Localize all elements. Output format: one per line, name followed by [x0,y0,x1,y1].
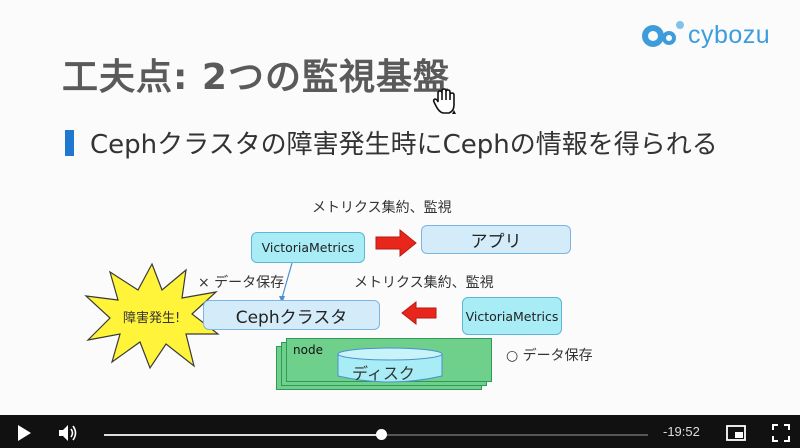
bullet-marker [65,130,74,156]
progress-handle[interactable] [376,429,387,440]
label-no-storage: × データ保存 [198,275,285,291]
node-label: node [293,343,323,357]
ceph-cluster-box: Cephクラスタ [203,300,380,330]
victoriametrics-box-top: VictoriaMetrics [251,232,365,263]
app-box: アプリ [421,225,571,254]
time-remaining: -19:52 [663,424,700,439]
slide: cybozu 工夫点: 2つの監視基盤 Cephクラスタの障害発生時にCephの… [62,18,770,390]
failure-label: 障害発生! [123,311,181,326]
failure-burst [84,262,220,370]
slide-title: 工夫点: 2つの監視基盤 [62,57,450,98]
red-arrow-right-icon [375,228,417,258]
play-icon[interactable] [16,424,32,442]
fullscreen-icon[interactable] [772,424,790,442]
disk-label: ディスク [352,364,415,383]
hand-cursor-icon [432,88,456,114]
label-storage: ○ データ保存 [506,348,593,364]
player-control-bar [0,415,800,448]
disk-cylinder-icon [337,347,443,383]
progress-fill [104,434,381,436]
logo-mark-icon [642,19,686,51]
cybozu-logo: cybozu [642,18,770,52]
red-arrow-left-icon [401,300,437,326]
logo-text: cybozu [688,20,771,49]
bullet-text: Cephクラスタの障害発生時にCephの情報を得られる [90,130,718,160]
connector-line [279,262,293,303]
label-metrics-mid: メトリクス集約、監視 [354,275,494,291]
volume-icon[interactable] [58,424,80,442]
picture-in-picture-icon[interactable] [726,424,746,442]
label-metrics-top: メトリクス集約、監視 [312,200,452,216]
victoriametrics-box-right: VictoriaMetrics [462,297,562,335]
